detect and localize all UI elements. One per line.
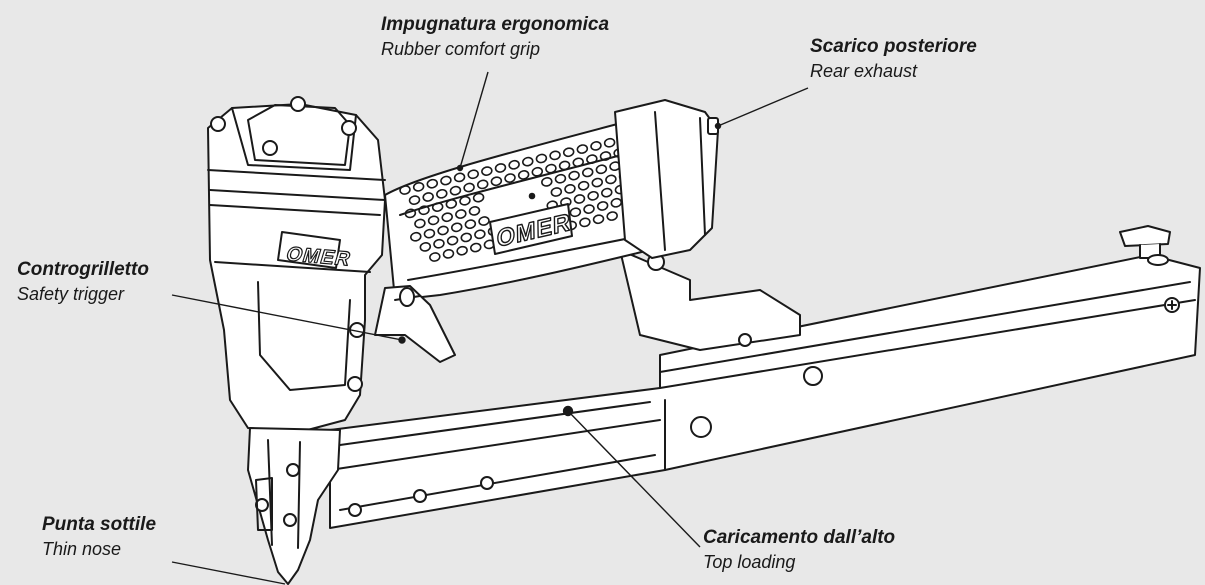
leader-rear <box>717 87 809 127</box>
callout-nose-en: Thin nose <box>42 539 122 559</box>
handle <box>384 117 651 301</box>
nose <box>247 427 341 585</box>
magazine-latch <box>1119 225 1171 266</box>
leader-lines <box>171 71 809 585</box>
callout-rear-it: Scarico posteriore <box>810 36 977 57</box>
callout-load-it: Caricamento dall’alto <box>703 527 896 548</box>
rear-bracket <box>619 249 801 351</box>
leader-grip <box>459 71 489 169</box>
rail-hole <box>348 503 362 517</box>
callout-thin-nose: Punta sottile Thin nose <box>42 513 156 561</box>
callout-safety-trigger: Controgrilletto Safety trigger <box>17 258 149 306</box>
callout-nose-it: Punta sottile <box>42 514 157 535</box>
callout-rear-exhaust: Scarico posteriore Rear exhaust <box>810 35 977 83</box>
rail-knob <box>803 366 823 386</box>
magazine <box>329 254 1201 529</box>
callout-grip-en: Rubber comfort grip <box>381 39 541 59</box>
rear-cap <box>614 99 719 259</box>
leader-nose <box>171 561 286 585</box>
head <box>207 96 386 433</box>
rail-hole <box>480 476 494 490</box>
callout-top-loading: Caricamento dall’alto Top loading <box>703 526 895 574</box>
leader-load <box>567 410 701 548</box>
callout-grip-it: Impugnatura ergonomica <box>381 14 610 35</box>
rail-screw <box>690 416 712 438</box>
leader-safety <box>171 294 403 341</box>
trigger <box>374 285 456 363</box>
callout-load-en: Top loading <box>703 552 796 572</box>
callout-grip: Impugnatura ergonomica Rubber comfort gr… <box>381 13 609 61</box>
callout-safety-it: Controgrilletto <box>17 259 149 280</box>
callout-safety-en: Safety trigger <box>17 284 125 304</box>
rail-hole <box>413 489 427 503</box>
callout-rear-en: Rear exhaust <box>810 61 918 81</box>
